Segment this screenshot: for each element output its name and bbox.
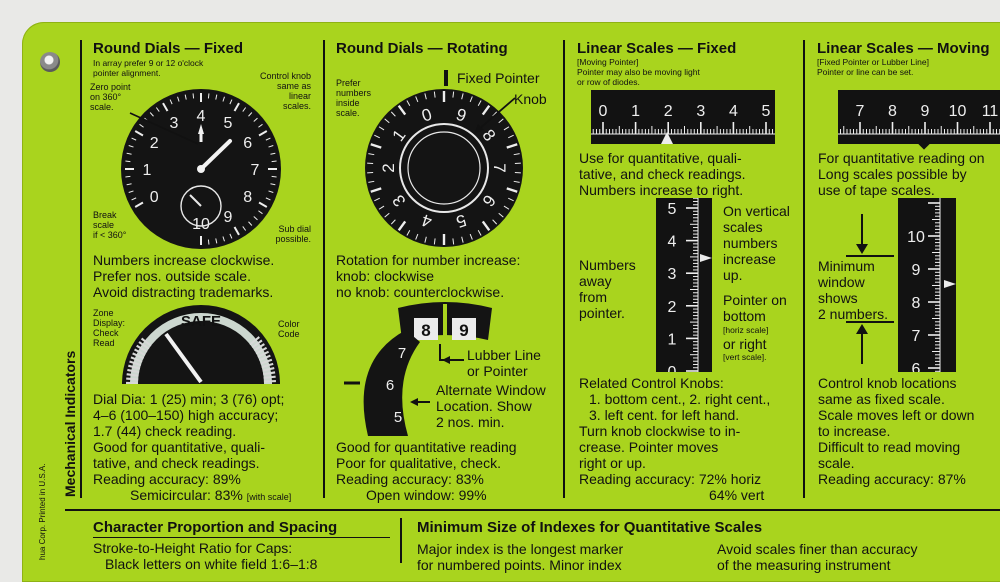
dial-number: 5 [224,115,233,132]
safe-label: SAFE [181,313,221,330]
divider [323,40,325,498]
divider [400,518,402,563]
scale-number: 0 [668,364,677,372]
knob-arrow [470,96,518,136]
minimum-size-title: Minimum Size of Indexes for Quantitative… [417,519,762,536]
col2-title: Round Dials — Rotating [336,40,508,57]
zero-point-arrow [128,110,208,150]
dial-number: 9 [224,209,233,226]
scale-number: 8 [912,295,921,312]
col3-title: Linear Scales — Fixed [577,40,736,57]
scale-number: 3 [668,266,677,283]
scale-number: 10 [949,103,967,120]
scale-number: 9 [921,103,930,120]
dial-number: 7 [490,163,509,172]
col3-accuracy: Reading accuracy: 72% horiz [579,471,761,487]
fixed-linear-scale: 0 1 2 3 4 5 [591,90,775,144]
col4-note: [Fixed Pointer or Lubber Line]Pointer or… [817,57,929,77]
col3-note: [Moving Pointer]Pointer may also be movi… [577,57,700,87]
dial-number: 6 [243,135,252,152]
scale-number: 5 [668,201,677,218]
dial-number: 2 [379,163,398,172]
avoid-scales-cut: of the measuring instrument [717,557,891,573]
open-window-accuracy: Open window: 99% [366,487,487,503]
character-proportion-title: Character Proportion and Spacing [93,519,337,536]
imprint: hua Corp. Printed in U.S.A. [38,464,47,561]
section-title: Mechanical Indicators [62,351,78,497]
svg-text:9: 9 [459,321,468,340]
dial-tick [193,93,194,98]
dial-tick [272,176,277,177]
dial-number: 8 [243,189,252,206]
dial-number: 0 [150,189,159,206]
col1-title: Round Dials — Fixed [93,40,243,57]
stroke-ratio-cut: Black letters on white field 1:6–1:8 [105,556,317,572]
col3-lines: Use for quantitative, quali-tative, and … [579,150,746,198]
scale-number: 1 [668,331,677,348]
zone-dial: SAFE [118,302,284,386]
major-index-line: Major index is the longest marker [417,541,623,557]
scale-number: 0 [599,103,608,120]
divider [803,40,805,498]
stroke-ratio-line: Stroke-to-Height Ratio for Caps: [93,540,292,556]
col2-lines: Rotation for number increase:knob: clock… [336,252,520,300]
scale-number: 9 [912,262,921,279]
minor-index-cut: for numbered points. Minor index [417,557,622,573]
scale-number: 7 [912,328,921,345]
moving-vertical-scale: 10 9 8 7 6 [898,198,956,372]
dial-number: 7 [251,162,260,179]
semicircular-accuracy: Semicircular: 83% [with scale] [130,487,291,503]
scale-number: 2 [664,103,673,120]
svg-text:8: 8 [421,321,430,340]
svg-text:7: 7 [398,345,406,362]
fixed-pointer-marker [444,70,448,86]
col3-knobs: Related Control Knobs: 1. bottom cent., … [579,375,770,471]
col3-accuracy-vert: 64% vert [709,487,764,503]
dial-tick [272,161,277,162]
scale-number: 4 [668,234,677,251]
dial-tick [125,161,130,162]
divider [65,509,1000,511]
avoid-scales-line: Avoid scales finer than accuracy [717,541,918,557]
rivet-icon [40,52,60,72]
scale-number: 8 [888,103,897,120]
col1-lines: Numbers increase clockwise.Prefer nos. o… [93,252,274,300]
scale-number: 4 [729,103,738,120]
scale-number: 5 [762,103,771,120]
scale-number: 11 [982,103,999,120]
scale-number: 10 [907,229,925,246]
svg-text:5: 5 [394,409,402,426]
scale-number: 3 [696,103,705,120]
col1-specs: Dial Dia: 1 (25) min; 3 (76) opt;4–6 (10… [93,391,284,487]
dial-tick [208,93,209,98]
svg-text:6: 6 [386,377,394,394]
or-right-note: or right [723,336,767,352]
scale-number: 1 [631,103,640,120]
moving-linear-scale: 7 8 9 10 11 [838,90,1000,144]
dial-tick [208,240,209,245]
fixed-vertical-scale: 5 4 3 2 1 0 [656,198,712,372]
scale-number: 2 [668,299,677,316]
dial-number: 1 [143,162,152,179]
vert-scale-note: [vert scale]. [723,352,766,362]
divider [93,537,390,538]
divider [563,40,565,498]
scale-number: 7 [856,103,865,120]
fixed-pointer-label: Fixed Pointer [457,70,539,86]
horiz-scale-note: [horiz scale] [723,325,768,335]
dial-tick [125,176,130,177]
divider [80,40,82,498]
col4-title: Linear Scales — Moving [817,40,990,57]
scale-number: 6 [912,361,921,372]
